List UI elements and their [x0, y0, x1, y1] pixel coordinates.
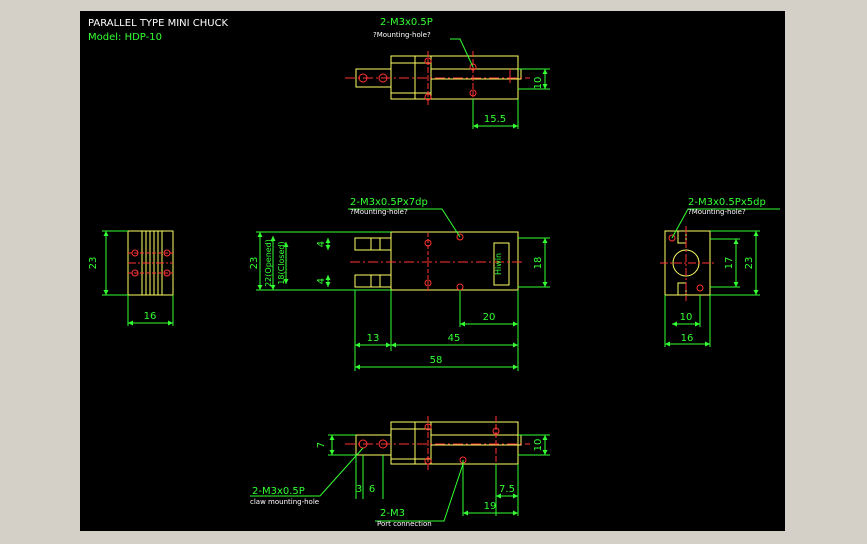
right-view-holes [660, 226, 715, 301]
left-view-dims [102, 230, 174, 326]
bottom-view-dim-b: 6 [369, 484, 375, 495]
front-view-logo: Hiwin [494, 253, 503, 275]
front-view-dim-closed: 18(Closed) [277, 241, 286, 284]
top-view-dim-height: 10 [533, 77, 544, 90]
cad-drawing: PARALLEL TYPE MINI CHUCK Model: HDP-10 2… [88, 17, 780, 528]
bottom-view-holes [345, 416, 530, 471]
right-view-dim-hole: 10 [680, 312, 693, 323]
drawing-viewport[interactable]: PARALLEL TYPE MINI CHUCK Model: HDP-10 2… [80, 11, 785, 531]
drawing-title: PARALLEL TYPE MINI CHUCK [88, 18, 229, 29]
front-view-dim-jaw-len: 13 [367, 333, 380, 344]
front-view-dim-body: 18 [533, 257, 544, 270]
right-view-dim-width: 16 [681, 333, 694, 344]
bottom-view-dim-port-len: 19 [484, 501, 497, 512]
left-view-dim-width: 16 [144, 311, 157, 322]
right-view-dim-height: 23 [744, 257, 755, 270]
front-view-callout-note: ?Mounting-hole? [350, 208, 408, 216]
right-view-callout-note: ?Mounting-hole? [688, 208, 746, 216]
bottom-view-dim-port: 7.5 [499, 484, 515, 495]
bottom-view-callout-claw: 2-M3x0.5P [252, 486, 305, 497]
front-view-dim-hole: 20 [483, 312, 496, 323]
front-view-dim-jaw-upper: 4 [316, 241, 327, 247]
bottom-view-callout-port-note: Port connection [377, 520, 432, 528]
bottom-view [355, 421, 522, 465]
front-view-dim-opened: 22(Opened) [264, 239, 273, 287]
left-view-dim-height: 23 [88, 257, 99, 270]
right-view-dim-inner: 17 [724, 257, 735, 270]
right-view-dims [664, 208, 780, 347]
front-view-dim-height: 23 [249, 257, 260, 270]
front-view [354, 231, 519, 291]
top-view-callout: 2-M3x0.5P [380, 17, 433, 28]
bottom-view-dim-height: 10 [533, 439, 544, 452]
bottom-view-dims [250, 434, 550, 522]
bottom-view-dim-a: 3 [356, 484, 362, 495]
front-view-dim-jaw-lower: 4 [316, 278, 327, 284]
front-view-dim-total: 58 [430, 355, 443, 366]
bottom-view-callout-claw-note: claw mounting-hole [250, 498, 319, 506]
bottom-view-dim-left: 7 [316, 442, 327, 448]
right-view-callout: 2-M3x0.5Px5dp [688, 197, 766, 208]
top-view-dims [450, 38, 550, 129]
front-view-callout: 2-M3x0.5Px7dp [350, 197, 428, 208]
model-label: Model: HDP-10 [88, 32, 162, 43]
top-view-holes [345, 51, 530, 106]
left-view-holes [128, 249, 173, 277]
top-view-dim-hole: 15.5 [484, 114, 506, 125]
front-view-dim-body-len: 45 [448, 333, 461, 344]
bottom-view-callout-port: 2-M3 [380, 508, 405, 519]
top-view-callout-note: ?Mounting-hole? [373, 31, 431, 39]
front-view-dims [256, 208, 550, 371]
